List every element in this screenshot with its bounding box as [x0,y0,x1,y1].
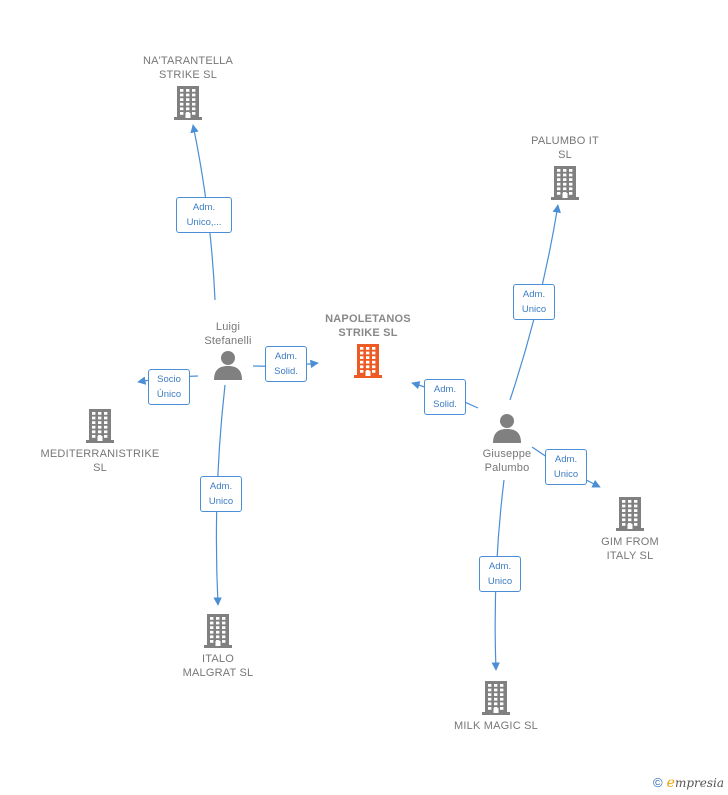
node-label: MILK MAGIC SL [454,720,538,732]
node-palumbo-it[interactable]: PALUMBO IT SL [495,134,635,200]
copyright-symbol: © [653,775,663,790]
edge-label-giuseppe-gim[interactable]: Adm. Unico [545,449,587,485]
person-icon [158,350,298,380]
building-icon [560,495,700,531]
building-icon [298,342,438,378]
edge-label-luigi-mediterranistrike[interactable]: Socio Único [148,369,190,405]
node-label: Luigi Stefanelli [204,321,252,347]
edge-label-luigi-napoletanos[interactable]: Adm. Solid. [265,346,307,382]
edge-label-giuseppe-palumbo_it[interactable]: Adm. Unico [513,284,555,320]
building-icon [118,84,258,120]
node-label: NAPOLETANOS STRIKE SL [325,313,411,339]
node-gim[interactable]: GIM FROM ITALY SL [560,495,700,563]
building-icon [495,164,635,200]
node-label: PALUMBO IT SL [531,135,599,161]
node-giuseppe[interactable]: Giuseppe Palumbo [437,413,577,475]
node-natarantella[interactable]: NA'TARANTELLA STRIKE SL [118,54,258,120]
node-label: ITALO MALGRAT SL [182,653,254,679]
node-napoletanos[interactable]: NAPOLETANOS STRIKE SL [298,312,438,378]
node-label: Giuseppe Palumbo [482,448,532,474]
node-italo[interactable]: ITALO MALGRAT SL [148,612,288,680]
node-milk[interactable]: MILK MAGIC SL [426,679,566,733]
building-icon [148,612,288,648]
node-label: MEDITERRANISTRIKE SL [40,448,160,474]
brand-logo-text: mpresia [674,776,724,790]
node-label: NA'TARANTELLA STRIKE SL [142,55,234,81]
brand-logo-e: e [666,775,675,791]
edge-label-luigi-italo[interactable]: Adm. Unico [200,476,242,512]
footer-brand: ©empresia [653,775,724,791]
node-luigi[interactable]: Luigi Stefanelli [158,320,298,380]
edge-label-giuseppe-milk[interactable]: Adm. Unico [479,556,521,592]
edge-label-giuseppe-napoletanos[interactable]: Adm. Solid. [424,379,466,415]
node-label: GIM FROM ITALY SL [601,536,659,562]
node-mediterranistrike[interactable]: MEDITERRANISTRIKE SL [30,407,170,475]
edge-label-luigi-natarantella[interactable]: Adm. Unico,... [176,197,232,233]
building-icon [30,407,170,443]
person-icon [437,413,577,443]
building-icon [426,679,566,715]
